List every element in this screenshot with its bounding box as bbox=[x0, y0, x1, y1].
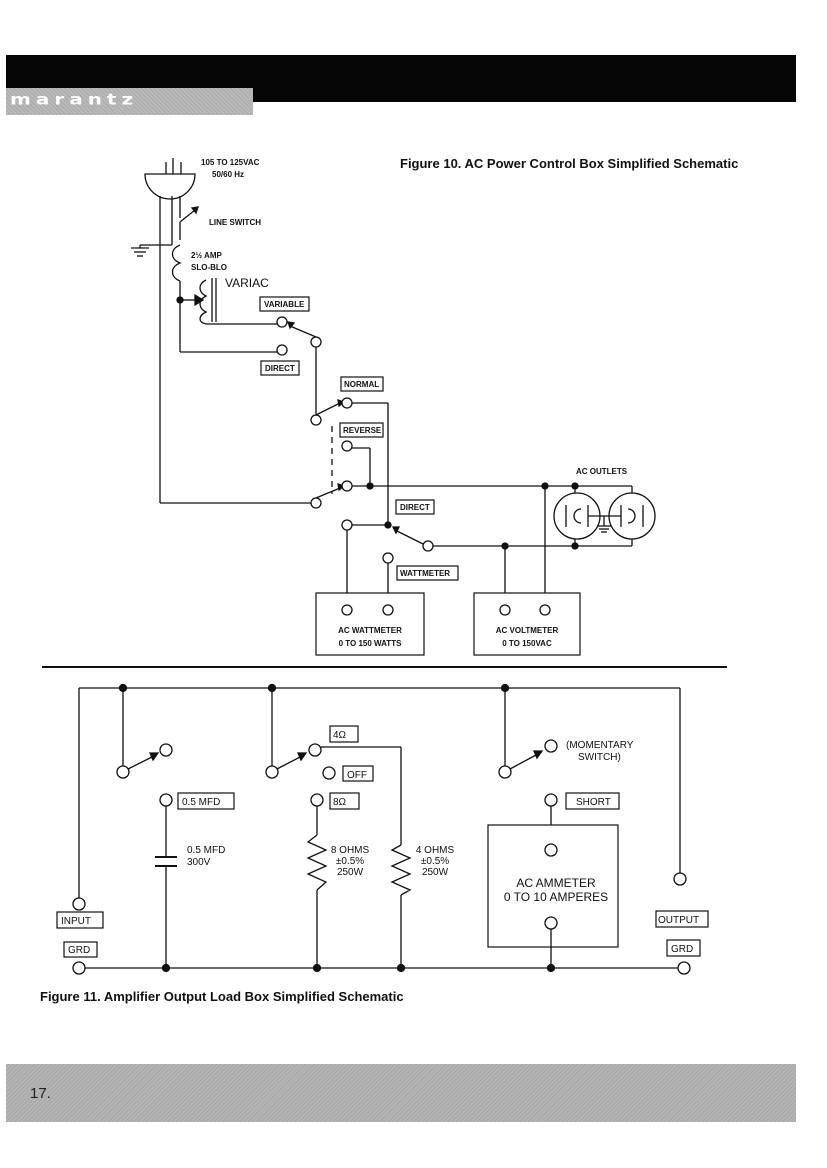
line-switch-label: LINE SWITCH bbox=[209, 218, 261, 227]
cap-tag: 0.5 MFD bbox=[182, 797, 220, 808]
cap-value-line2: 300V bbox=[187, 857, 211, 868]
r4-line3: 250W bbox=[422, 867, 449, 878]
variable-tag: VARIABLE bbox=[264, 300, 305, 309]
figure11-caption: Figure 11. Amplifier Output Load Box Sim… bbox=[40, 989, 404, 1004]
line-switch-arrow bbox=[179, 209, 196, 223]
reverse-tag: REVERSE bbox=[343, 426, 382, 435]
wattmeter-box-line2: 0 TO 150 WATTS bbox=[339, 639, 402, 648]
r4-line1: 4 OHMS bbox=[416, 845, 455, 856]
ac-wattmeter-box bbox=[315, 592, 425, 656]
footer-bar bbox=[6, 1064, 796, 1122]
fuse-label-line1: 2½ AMP bbox=[191, 251, 222, 260]
cap-value-line1: 0.5 MFD bbox=[187, 845, 225, 856]
resistor-8ohm bbox=[306, 834, 328, 891]
eight-ohm-tag: 8Ω bbox=[333, 797, 347, 808]
supply-label-line1: 105 TO 125VAC bbox=[201, 158, 260, 167]
page-number: 17. bbox=[30, 1085, 51, 1102]
r8-line2: ±0.5% bbox=[336, 856, 364, 867]
off-tag: OFF bbox=[347, 770, 367, 781]
variac-coil bbox=[199, 279, 208, 325]
four-ohm-tag: 4Ω bbox=[333, 730, 347, 741]
wattmeter-box-line1: AC WATTMETER bbox=[338, 626, 402, 635]
fuse-label-line2: SLO-BLO bbox=[191, 263, 227, 272]
ammeter-line1: AC AMMETER bbox=[516, 876, 596, 890]
figure10-caption: Figure 10. AC Power Control Box Simplifi… bbox=[400, 156, 738, 171]
short-tag: SHORT bbox=[576, 797, 611, 808]
momentary-label-line1: (MOMENTARY bbox=[566, 740, 634, 751]
grd-tag-left: GRD bbox=[68, 945, 90, 956]
resistor-4ohm bbox=[390, 844, 412, 896]
direct-tag-2: DIRECT bbox=[400, 503, 430, 512]
voltmeter-box-line2: 0 TO 150VAC bbox=[502, 639, 552, 648]
brand-strip bbox=[6, 88, 253, 115]
ac-voltmeter-box bbox=[473, 592, 581, 656]
output-tag: OUTPUT bbox=[658, 915, 699, 926]
supply-label-line2: 50/60 Hz bbox=[212, 170, 244, 179]
direct-tag-1: DIRECT bbox=[265, 364, 295, 373]
ac-outlets-label: AC OUTLETS bbox=[576, 467, 628, 476]
r4-line2: ±0.5% bbox=[421, 856, 449, 867]
wattmeter-tag: WATTMETER bbox=[400, 569, 450, 578]
voltmeter-box-line1: AC VOLTMETER bbox=[496, 626, 559, 635]
fuse-symbol bbox=[171, 244, 182, 282]
ammeter-line2: 0 TO 10 AMPERES bbox=[504, 890, 608, 904]
r8-line1: 8 OHMS bbox=[331, 845, 370, 856]
brand-logo: marantz bbox=[10, 90, 139, 108]
plug-icon bbox=[144, 173, 196, 200]
momentary-label-line2: SWITCH) bbox=[578, 752, 621, 763]
r8-line3: 250W bbox=[337, 867, 364, 878]
input-tag: INPUT bbox=[61, 916, 91, 927]
variac-label: VARIAC bbox=[225, 276, 269, 290]
normal-tag: NORMAL bbox=[344, 380, 379, 389]
grd-tag-right: GRD bbox=[671, 944, 693, 955]
